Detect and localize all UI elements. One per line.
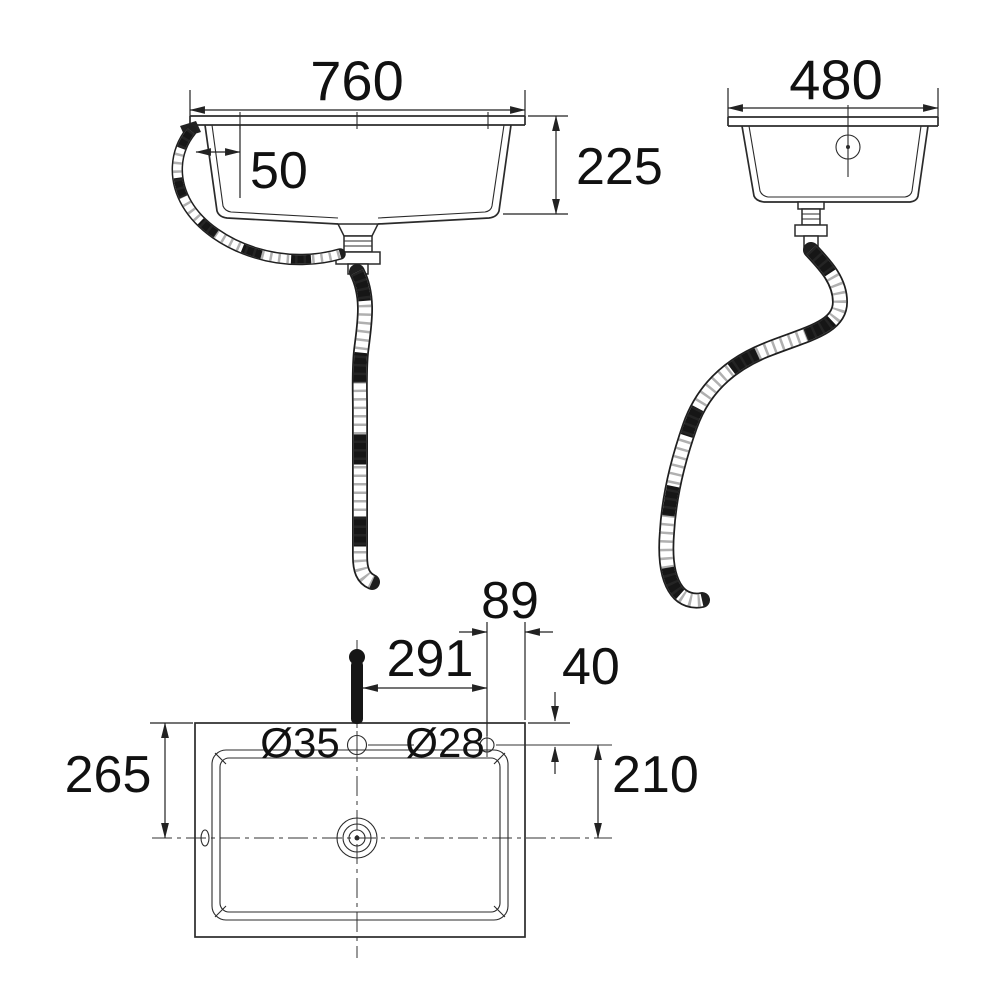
faucet-hole-center: [846, 145, 850, 149]
faucet-hole-circle: [835, 134, 861, 160]
holes-to-drain-dim-label: 210: [612, 746, 699, 804]
corner-bevel: [214, 752, 227, 765]
waste-hose-ribs: [660, 245, 847, 607]
drain-middle-circle: [342, 823, 372, 853]
overflow-hose-bands: [173, 128, 342, 264]
basin-outer: [741, 125, 929, 203]
overflow-hole: [200, 829, 210, 847]
hole-spacing-dim-label: 291: [387, 630, 474, 688]
front-width-dim-label: 760: [310, 49, 403, 112]
drain-thread-body: [801, 208, 821, 226]
basin-outer-left: [204, 124, 339, 225]
drain-thread-body: [343, 235, 373, 253]
drain-center: [354, 835, 360, 841]
basin-inner: [748, 125, 922, 198]
front-offset-dim-label: 50: [250, 142, 308, 200]
basin-inner-left: [211, 124, 339, 219]
main-hole-diameter-label: Ø35: [260, 719, 339, 766]
basin-edge: [219, 757, 501, 913]
hole-to-edge-dim-label: 89: [481, 572, 539, 630]
sink-deck-edge: [211, 749, 509, 921]
secondary-hole-diameter-label: Ø28: [405, 719, 484, 766]
corner-bevel: [493, 905, 506, 918]
front-depth-dim-label: 225: [576, 138, 663, 196]
waste-hose-bands: [660, 245, 847, 607]
front-view: 760 50 225: [171, 49, 663, 590]
corner-bevel: [214, 905, 227, 918]
hole-inset-dim-label: 40: [562, 638, 620, 696]
corner-bevel: [493, 752, 506, 765]
waste-hose-bands: [351, 269, 375, 588]
plan-view: Ø35 Ø28 89 291 40 210 265: [65, 572, 699, 958]
drain-coupling-nut: [794, 224, 828, 237]
side-width-dim-label: 480: [789, 48, 882, 111]
faucet-symbol-body: [351, 660, 363, 724]
drain-flange: [797, 201, 825, 210]
edge-to-drain-dim-label: 265: [65, 746, 152, 804]
basin-outer-right: [377, 124, 512, 225]
basin-inner-right: [377, 124, 505, 219]
drain-outer-circle: [336, 817, 378, 859]
drain-flange: [336, 223, 380, 237]
drain-inner-circle: [348, 829, 366, 847]
side-view: 480: [658, 48, 939, 609]
